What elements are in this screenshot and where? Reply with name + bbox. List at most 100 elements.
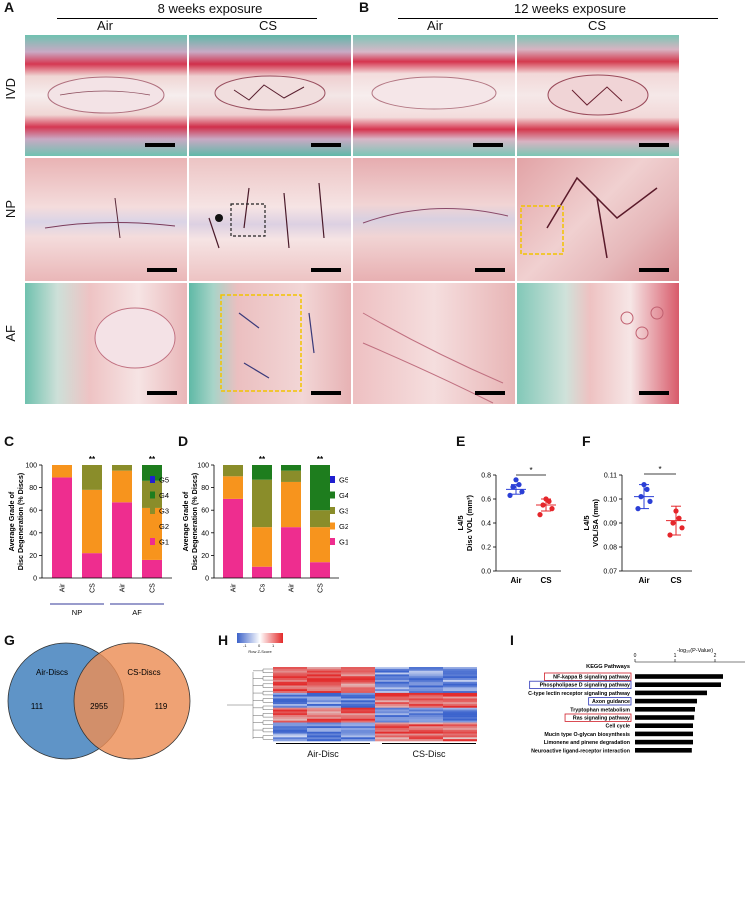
heatmap-cell — [307, 718, 341, 721]
heatmap-cell — [273, 739, 307, 742]
x-tick-label: Air — [119, 583, 126, 592]
heatmap-cell — [375, 685, 409, 688]
heatmap-cell — [341, 711, 375, 714]
y-tick-label: 0.10 — [603, 497, 617, 504]
heatmap-cell — [443, 672, 477, 675]
heatmap-cell — [409, 715, 443, 718]
heatmap-cell — [307, 668, 341, 671]
kegg-pathway-label: Neuroactive ligand-receptor interaction — [531, 748, 630, 754]
heatmap-cell — [443, 683, 477, 686]
y-tick-label: 20 — [201, 553, 209, 560]
heatmap-cell — [443, 728, 477, 731]
heatmap-cell — [341, 704, 375, 707]
bar-segment-g1 — [223, 498, 243, 578]
venn-set-label: Air-Discs — [36, 668, 68, 677]
heatmap-cell — [443, 696, 477, 699]
heatmap-cell — [341, 702, 375, 705]
heatmap-cell — [307, 696, 341, 699]
legend-swatch-g1 — [330, 538, 335, 545]
heatmap-cell — [443, 716, 477, 720]
heatmap-cell — [273, 722, 307, 725]
y-tick-label: 80 — [29, 485, 37, 492]
bar-segment-g3 — [112, 465, 132, 471]
heatmap-cell — [443, 667, 477, 670]
heatmap-cell — [307, 689, 341, 692]
legend-swatch-g2 — [150, 522, 155, 530]
heatmap-cell — [375, 729, 409, 733]
x-tick-label: CS — [317, 583, 324, 593]
heatmap-cell — [341, 737, 375, 740]
heatmap-cell — [341, 716, 375, 720]
column-air-12w: Air — [427, 18, 443, 33]
x-tick-label: Air — [638, 576, 649, 585]
heatmap-cell — [409, 713, 443, 716]
heatmap-cell — [375, 672, 409, 675]
kegg-bar-chart: -log₁₀(P-Value)0123KEGG PathwaysNF-kappa… — [528, 648, 745, 754]
significance-mark: ** — [89, 455, 96, 464]
y-axis-label-line1: Average Grade of — [7, 491, 16, 551]
heatmap-cell — [443, 691, 477, 694]
heatmap-cell — [341, 681, 375, 684]
heatmap-cell — [307, 685, 341, 688]
heatmap-cell — [375, 731, 409, 734]
heatmap-cell — [307, 711, 341, 714]
venn-count-left: 111 — [31, 702, 44, 711]
heatmap-cell — [409, 707, 443, 710]
heatmap-cell — [307, 676, 341, 679]
heatmap-cell — [409, 678, 443, 681]
heatmap-cell — [443, 735, 477, 738]
heatmap-cell — [443, 707, 477, 710]
heatmap-cell — [341, 694, 375, 697]
bar-segment-g2 — [82, 489, 102, 554]
bar-segment-g2 — [223, 476, 243, 499]
x-tick-label: Air — [230, 583, 237, 592]
y-tick-label: 40 — [29, 530, 37, 537]
bar-segment-g3 — [281, 470, 301, 482]
heatmap-cell — [409, 702, 443, 705]
heatmap-cell — [443, 729, 477, 733]
heatmap-cell — [443, 709, 477, 712]
heatmap-cell — [375, 694, 409, 697]
heatmap-cell — [409, 720, 443, 723]
heatmap-cell — [341, 685, 375, 688]
heatmap-cell — [273, 704, 307, 707]
heatmap-group-cs: CS-Disc — [412, 749, 446, 759]
heatmap-cell — [307, 733, 341, 736]
scale-bar — [311, 391, 341, 395]
bar-segment-g2 — [281, 481, 301, 528]
header-8-weeks-rule — [57, 18, 317, 19]
heatmap-cell — [273, 729, 307, 733]
heatmap-cell — [273, 691, 307, 694]
heatmap-cell — [409, 692, 443, 696]
heatmap-cell — [307, 670, 341, 673]
heatmap-cell — [443, 718, 477, 721]
bar-segment-g3 — [252, 479, 272, 528]
heatmap-cell — [443, 715, 477, 718]
heatmap-cell — [375, 720, 409, 723]
scale-bar — [475, 268, 505, 272]
legend-swatch-g1 — [150, 538, 155, 545]
histology-np-air-12w — [353, 158, 515, 281]
heatmap-cell — [409, 698, 443, 701]
heatmap-cell — [443, 702, 477, 705]
legend-label: G1 — [339, 538, 348, 547]
heatmap-cell — [341, 739, 375, 742]
heatmap-cell — [375, 726, 409, 729]
row-label-af: AF — [3, 325, 18, 342]
heatmap-cell — [409, 689, 443, 692]
heatmap-cell — [341, 728, 375, 731]
legend-label: G3 — [159, 507, 169, 516]
heatmap-cell — [375, 737, 409, 740]
heatmap-cell — [375, 735, 409, 738]
heatmap-cell — [307, 716, 341, 720]
heatmap-cell — [307, 707, 341, 710]
legend-label: G5 — [159, 476, 169, 485]
heatmap-cell — [307, 729, 341, 733]
data-point — [519, 489, 525, 495]
data-point — [667, 532, 673, 538]
header-12-weeks: 12 weeks exposure — [513, 1, 626, 16]
heatmap-grid — [273, 667, 477, 742]
heatmap-cell — [375, 696, 409, 699]
